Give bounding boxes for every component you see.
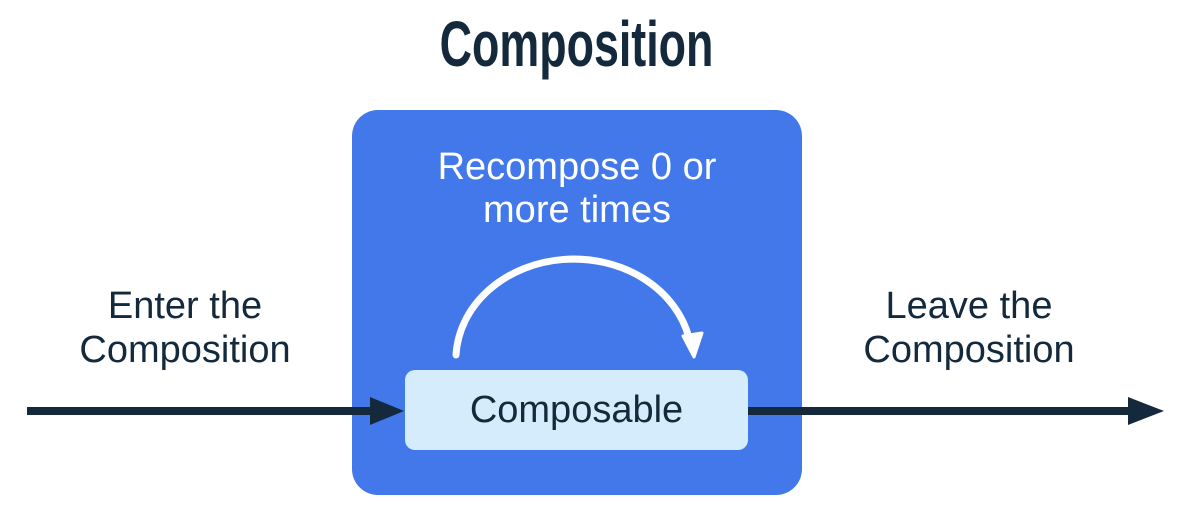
page-title-text: Composition <box>440 8 714 80</box>
recompose-label: Recompose 0 or more times <box>437 146 717 231</box>
composable-label: Composable <box>469 388 684 431</box>
leave-composition-label: Leave the Composition <box>863 285 1075 371</box>
enter-arrow-icon <box>27 397 404 425</box>
composable-box: Composable <box>405 370 748 450</box>
leave-arrow-icon <box>748 397 1164 425</box>
page-title: Composition <box>352 12 802 76</box>
enter-composition-label: Enter the Composition <box>79 285 291 371</box>
